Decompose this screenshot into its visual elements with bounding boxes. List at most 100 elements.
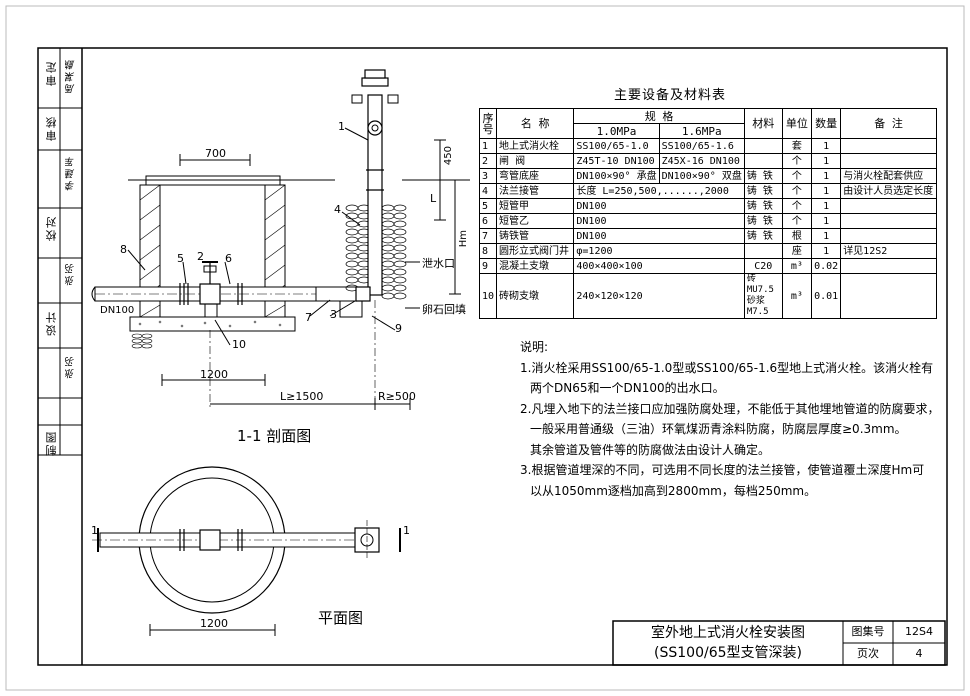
dim-R500: R≥500 [378, 390, 416, 403]
cell-name: 法兰接管 [496, 183, 575, 199]
sidebar-role-2: 审核 [45, 115, 58, 141]
section-view [91, 69, 470, 410]
cell-qty: 1 [811, 138, 842, 154]
cell-note: 详见12S2 [840, 243, 937, 259]
header-spec-b: 1.6MPa [658, 123, 745, 139]
note-1-line-1: 1.消火栓采用SS100/65-1.0型或SS100/65-1.6型地上式消火栓… [520, 360, 934, 375]
cell-spec-a: DN100 [573, 198, 745, 214]
cell-name: 弯管底座 [496, 168, 575, 184]
table-row: 8 圆形立式阀门井 φ=1200 座 1 详见12S2 [478, 243, 937, 259]
dim-1200-plan: 1200 [200, 617, 228, 630]
table-row: 6 短管乙 DN100 铸 铁 个 1 [478, 213, 937, 229]
cell-note [840, 213, 937, 229]
header-unit: 单位 [781, 108, 813, 139]
cell-spec-a: DN100 [573, 228, 745, 244]
table-row: 2 闸 阀 Z45T-10 DN100 Z45X-16 DN100 个 1 [478, 153, 937, 169]
cell-qty: 0.02 [811, 258, 842, 274]
cell-unit: 个 [781, 153, 813, 169]
cell-no: 7 [478, 228, 498, 244]
cell-no: 10 [478, 273, 498, 319]
cell-name: 砖砌支墩 [496, 273, 575, 319]
cell-name: 短管甲 [496, 198, 575, 214]
table-row: 3 弯管底座 DN100×90° 承盘 DN100×90° 双盘 铸 铁 个 1… [478, 168, 937, 184]
page-label: 页次 [857, 647, 879, 660]
cell-unit: m³ [781, 258, 813, 274]
note-2-line-3: 其余管道及管件等的防腐做法由设计人确定。 [530, 442, 771, 457]
cell-material: 铸 铁 [743, 228, 783, 244]
cell-name: 铸铁管 [496, 228, 575, 244]
cell-spec-a: 长度 L=250,500,......,2000 [573, 183, 745, 199]
cell-note: 与消火栓配套供应 [840, 168, 937, 184]
cell-note [840, 198, 937, 214]
dim-1200-section: 1200 [200, 368, 228, 381]
cell-no: 8 [478, 243, 498, 259]
sidebar-name-5: 张羽 [66, 355, 77, 379]
header-material: 材料 [743, 108, 783, 139]
cell-qty: 1 [811, 198, 842, 214]
callout-9: 9 [395, 322, 402, 335]
notes-block: 说明: 1.消火栓采用SS100/65-1.0型或SS100/65-1.6型地上… [520, 337, 939, 501]
sidebar-role-3: 校对 [45, 215, 58, 241]
cell-no: 3 [478, 168, 498, 184]
cell-material [743, 153, 783, 169]
header-spec: 规 格 [573, 108, 745, 124]
cell-material: 铸 铁 [743, 168, 783, 184]
cell-unit: 个 [781, 213, 813, 229]
sidebar-name-4: 张羽 [66, 262, 77, 286]
cell-spec-b: DN100×90° 双盘 [658, 168, 745, 184]
section-mark-right: 1 [403, 524, 410, 537]
cell-name: 短管乙 [496, 213, 575, 229]
callout-1: 1 [338, 120, 345, 133]
dim-Hm: Hm [458, 230, 469, 248]
outer-frame [37, 47, 948, 666]
note-2-line-2: 一般采用普通级（三油）环氧煤沥青涂料防腐，防腐层厚度≥0.3mm。 [530, 422, 907, 436]
title-block: 室外地上式消火栓安装图 (SS100/65型支管深装) 图集号 12S4 页次 … [613, 621, 945, 665]
cell-unit: 个 [781, 168, 813, 184]
atlas-label: 图集号 [851, 625, 885, 638]
cell-qty: 1 [811, 213, 842, 229]
cell-material: 砖MU7.5 砂浆M7.5 [743, 273, 783, 319]
note-2-line-1: 2.凡埋入地下的法兰接口应加强防腐处理，不能低于其他埋地管道的防腐要求， [520, 401, 940, 416]
drawing-title: 室外地上式消火栓安装图 (SS100/65型支管深装) [613, 621, 843, 667]
sidebar-name-1: 周某麒 [66, 58, 77, 94]
cell-spec-a: Z45T-10 DN100 [573, 153, 660, 169]
sidebar-name-3: 李建军 [66, 155, 77, 191]
cell-note: 由设计人员选定长度 [840, 183, 937, 199]
section-caption: 1-1 剖面图 [237, 427, 312, 445]
table-row: 4 法兰接管 长度 L=250,500,......,2000 铸 铁 个 1 … [478, 183, 937, 199]
header-qty: 数量 [811, 108, 842, 139]
note-3-line-2: 以从1050mm逐档加高到2800mm，每档250mm。 [530, 483, 817, 498]
cell-no: 9 [478, 258, 498, 274]
callout-6: 6 [225, 252, 232, 265]
section-mark-left: 1 [91, 524, 98, 537]
cell-no: 1 [478, 138, 498, 154]
drawing-title-line-2: (SS100/65型支管深装) [654, 645, 802, 661]
cell-name: 地上式消火栓 [496, 138, 575, 154]
page-value: 4 [915, 647, 923, 660]
table-row: 10 砖砌支墩 240×120×120 砖MU7.5 砂浆M7.5 m³ 0.0… [478, 273, 937, 319]
callout-10: 10 [232, 338, 246, 351]
cell-qty: 1 [811, 183, 842, 199]
cell-no: 2 [478, 153, 498, 169]
cell-material: 铸 铁 [743, 183, 783, 199]
sidebar-role-5: 制图 [45, 430, 58, 456]
cell-note [840, 258, 937, 274]
notes-heading: 说明: [520, 340, 549, 354]
cell-material: C20 [743, 258, 783, 274]
callout-7: 7 [305, 311, 312, 324]
cell-spec-b: Z45X-16 DN100 [658, 153, 745, 169]
callout-3: 3 [330, 308, 337, 321]
cell-note [840, 138, 937, 154]
cell-spec-a: DN100×90° 承盘 [573, 168, 660, 184]
drawing-title-line-1: 室外地上式消火栓安装图 [651, 625, 805, 641]
label-dn100: DN100 [100, 305, 135, 316]
note-1-line-2: 两个DN65和一个DN100的出水口。 [530, 381, 725, 395]
cell-no: 6 [478, 213, 498, 229]
cell-unit: m³ [781, 273, 813, 319]
cell-material: 铸 铁 [743, 213, 783, 229]
table-header-row: 序号 名 称 规 格 材料 单位 数量 备 注 [478, 108, 937, 139]
cell-name: 混凝土支墩 [496, 258, 575, 274]
header-name: 名 称 [496, 108, 575, 139]
cell-qty: 1 [811, 228, 842, 244]
